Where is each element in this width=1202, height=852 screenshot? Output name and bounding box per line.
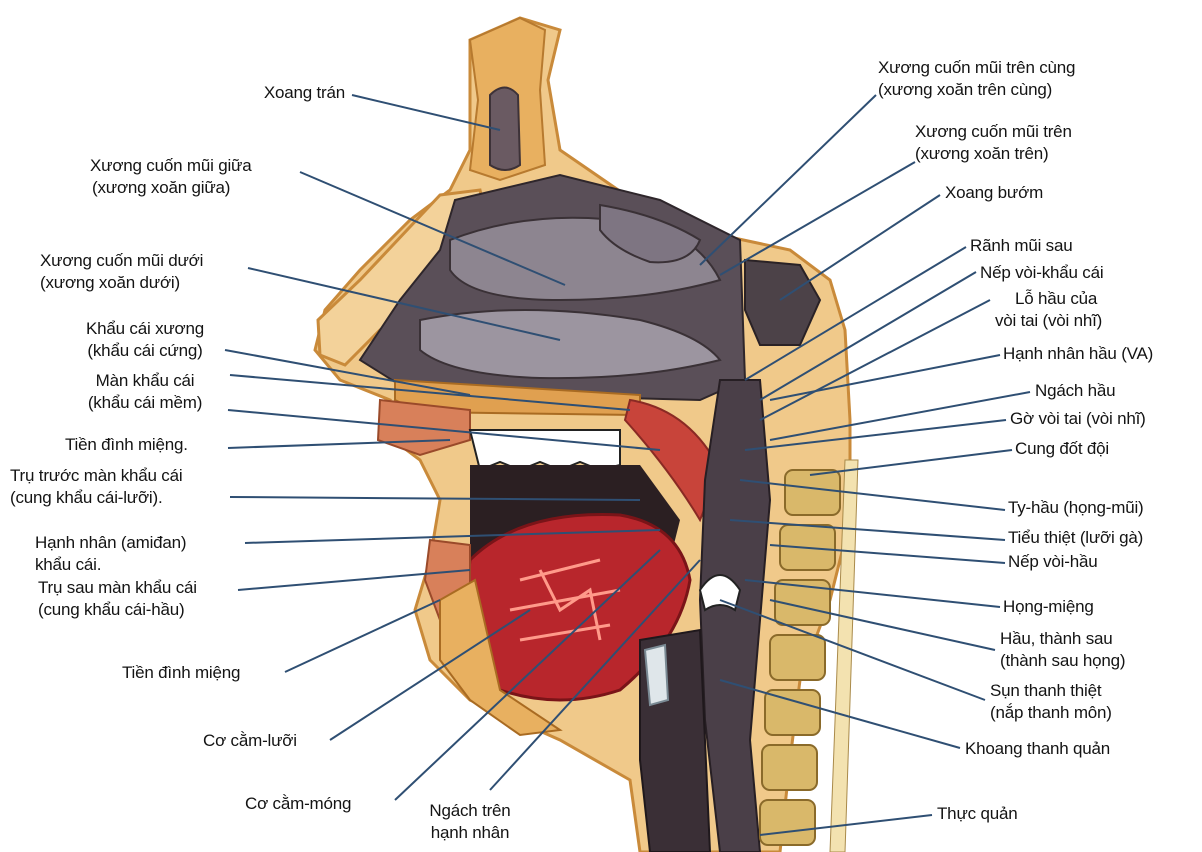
label-xuong-cuon-mui-tren-cung: Xương cuốn mũi trên cùng (xương xoăn trê… [878, 57, 1075, 101]
label-lo-hau-voi-tai: Lỗ hầu của vòi tai (vòi nhĩ) [995, 288, 1102, 332]
label-go-voi-tai: Gờ vòi tai (vòi nhĩ) [1010, 408, 1146, 430]
label-khau-cai-xuong: Khẩu cái xương (khẩu cái cứng) [65, 318, 225, 362]
label-thuc-quan: Thực quản [937, 803, 1017, 825]
label-xoang-buom: Xoang bướm [945, 182, 1043, 204]
label-man-khau-cai: Màn khẩu cái (khẩu cái mềm) [65, 370, 225, 414]
label-tru-sau-man-khau-cai: Trụ sau màn khẩu cái (cung khẩu cái-hầu) [38, 577, 197, 621]
label-ngach-tren-hanh-nhan: Ngách trên hạnh nhân [410, 800, 530, 844]
label-hong-mieng: Họng-miệng [1003, 596, 1094, 618]
upper-teeth [470, 430, 620, 470]
label-nep-voi-khau-cai: Nếp vòi-khẩu cái [980, 262, 1103, 284]
label-xuong-cuon-mui-giua: Xương cuốn mũi giữa (xương xoăn giữa) [90, 155, 251, 199]
label-co-cam-mong: Cơ cằm-móng [245, 793, 351, 815]
label-tien-dinh-mieng-bottom: Tiền đình miệng [122, 662, 240, 684]
label-hanh-nhan-hau: Hạnh nhân hầu (VA) [1003, 343, 1153, 365]
label-tien-dinh-mieng-top: Tiền đình miệng. [65, 434, 188, 456]
label-khoang-thanh-quan: Khoang thanh quản [965, 738, 1110, 760]
label-sun-thanh-thiet: Sụn thanh thiệt (nắp thanh môn) [990, 680, 1112, 724]
hyoid-cartilage [645, 645, 668, 705]
label-co-cam-luoi: Cơ cằm-lưỡi [203, 730, 297, 752]
label-tru-truoc-man-khau-cai: Trụ trước màn khẩu cái (cung khẩu cái-lư… [10, 465, 182, 509]
label-ty-hau: Ty-hầu (họng-mũi) [1008, 497, 1144, 519]
label-hanh-nhan-amidan: Hạnh nhân (amiđan) khẩu cái. [35, 532, 186, 576]
label-hau-thanh-sau: Hầu, thành sau (thành sau họng) [1000, 628, 1125, 672]
label-ranh-mui-sau: Rãnh mũi sau [970, 235, 1073, 257]
label-ngach-hau: Ngách hầu [1035, 380, 1115, 402]
label-xoang-tran: Xoang trán [230, 82, 345, 104]
label-xuong-cuon-mui-tren: Xương cuốn mũi trên (xương xoăn trên) [915, 121, 1072, 165]
label-xuong-cuon-mui-duoi: Xương cuốn mũi dưới (xương xoăn dưới) [40, 250, 203, 294]
label-nep-voi-hau: Nếp vòi-hầu [1008, 551, 1097, 573]
label-tieu-thiet: Tiểu thiệt (lưỡi gà) [1008, 527, 1143, 549]
label-cung-dot-doi: Cung đốt đội [1015, 438, 1109, 460]
